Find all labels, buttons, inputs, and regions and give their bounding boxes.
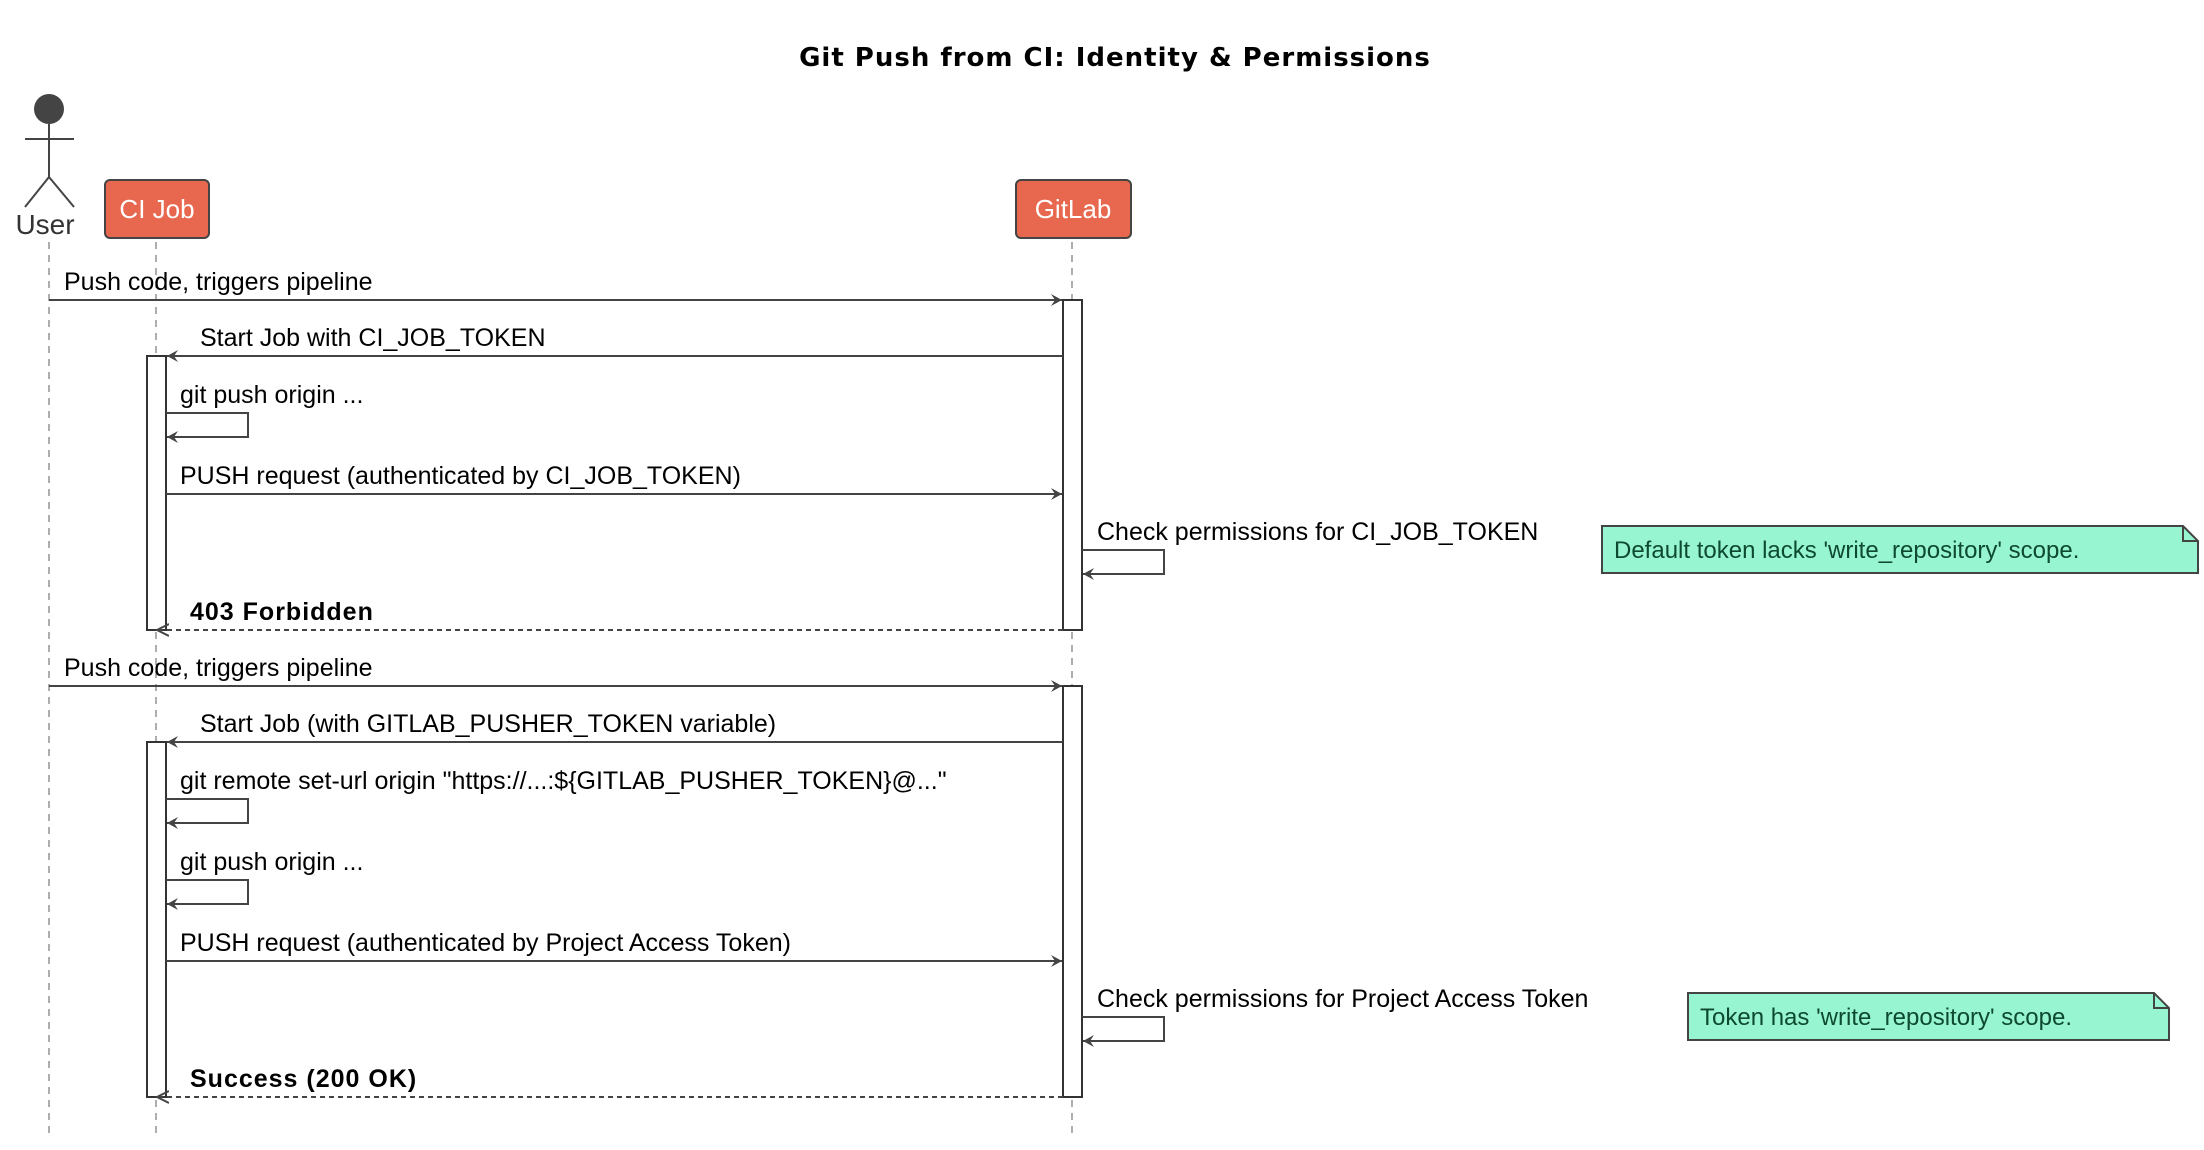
message-2: Start Job with CI_JOB_TOKEN bbox=[167, 324, 1063, 362]
message-11: PUSH request (authenticated by Project A… bbox=[166, 929, 1062, 967]
ci-job-activation-1 bbox=[146, 355, 167, 631]
message-2-label: Start Job with CI_JOB_TOKEN bbox=[200, 324, 546, 352]
diagram-title: Git Push from CI: Identity & Permissions bbox=[799, 43, 1431, 73]
message-11-label: PUSH request (authenticated by Project A… bbox=[180, 929, 791, 957]
note-1: Default token lacks 'write_repository' s… bbox=[1601, 525, 2199, 574]
message-7: Push code, triggers pipeline bbox=[49, 654, 1062, 692]
ci-job-activation-2 bbox=[146, 741, 167, 1098]
ci-job-label: CI Job bbox=[119, 194, 194, 224]
note-1-text: Default token lacks 'write_repository' s… bbox=[1614, 537, 2079, 564]
message-1-label: Push code, triggers pipeline bbox=[64, 268, 373, 296]
gitlab-activation-1 bbox=[1062, 299, 1083, 631]
gitlab-activation-2 bbox=[1062, 685, 1083, 1098]
note-2: Token has 'write_repository' scope. bbox=[1687, 992, 2170, 1041]
message-8: Start Job (with GITLAB_PUSHER_TOKEN vari… bbox=[167, 710, 1063, 748]
message-1: Push code, triggers pipeline bbox=[49, 268, 1062, 306]
message-12-label: Check permissions for Project Access Tok… bbox=[1097, 985, 1588, 1013]
message-12: Check permissions for Project Access Tok… bbox=[1082, 985, 1588, 1047]
user-label: User bbox=[15, 209, 74, 240]
message-10-label: git push origin ... bbox=[180, 848, 363, 876]
message-8-label: Start Job (with GITLAB_PUSHER_TOKEN vari… bbox=[200, 710, 776, 738]
message-7-label: Push code, triggers pipeline bbox=[64, 654, 373, 682]
message-5-label: Check permissions for CI_JOB_TOKEN bbox=[1097, 518, 1538, 546]
message-5: Check permissions for CI_JOB_TOKEN bbox=[1082, 518, 1538, 580]
ci-job-participant: CI Job bbox=[104, 179, 210, 239]
gitlab-participant: GitLab bbox=[1015, 179, 1132, 239]
message-3-label: git push origin ... bbox=[180, 381, 363, 409]
message-10: git push origin ... bbox=[166, 848, 363, 910]
message-13-label: Success (200 OK) bbox=[190, 1065, 417, 1093]
message-3: git push origin ... bbox=[166, 381, 363, 443]
message-6-label: 403 Forbidden bbox=[190, 598, 374, 626]
message-9: git remote set-url origin "https://...:$… bbox=[166, 767, 947, 829]
user-actor: User bbox=[15, 94, 75, 240]
message-9-label: git remote set-url origin "https://...:$… bbox=[180, 767, 947, 795]
message-6: 403 Forbidden bbox=[157, 598, 1063, 630]
message-4-label: PUSH request (authenticated by CI_JOB_TO… bbox=[180, 462, 741, 490]
user-actor-icon bbox=[34, 94, 64, 124]
note-2-text: Token has 'write_repository' scope. bbox=[1700, 1004, 2072, 1031]
message-13: Success (200 OK) bbox=[157, 1065, 1063, 1097]
gitlab-label: GitLab bbox=[1035, 194, 1112, 224]
message-4: PUSH request (authenticated by CI_JOB_TO… bbox=[166, 462, 1062, 500]
